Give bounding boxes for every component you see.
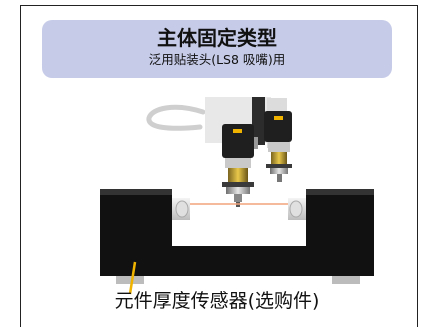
indicator-light: [274, 116, 283, 120]
subtitle: 泛用贴装头(LS8 吸嘴)用: [148, 52, 286, 67]
cable: [146, 104, 206, 131]
leader-line: [128, 261, 137, 295]
foot: [332, 276, 360, 284]
title-panel: 主体固定类型 泛用贴装头(LS8 吸嘴)用: [42, 20, 392, 78]
nozzle-assembly-rear: [264, 98, 292, 182]
caption: 元件厚度传感器(选购件): [114, 290, 320, 312]
sensor-block-left: [100, 189, 172, 276]
foot: [116, 276, 144, 284]
base-bridge: [166, 246, 314, 276]
title: 主体固定类型: [157, 26, 277, 50]
nozzle-assembly-front: [222, 124, 254, 207]
head-dark-panel: [252, 97, 265, 145]
sensor-block-right: [306, 189, 374, 276]
indicator-light: [233, 129, 242, 133]
